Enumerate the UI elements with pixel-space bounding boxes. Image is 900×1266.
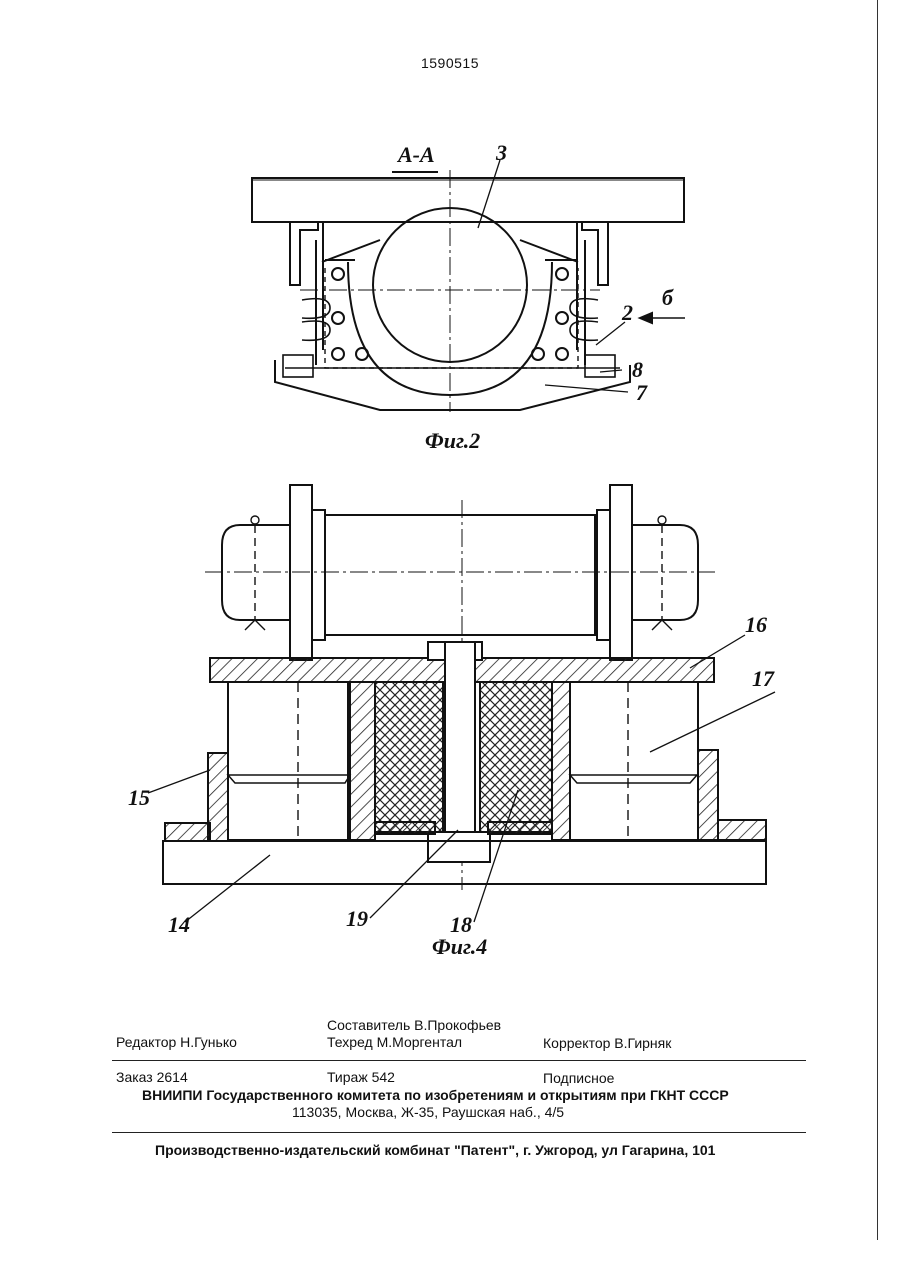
figure-4-drawing: 16 17 15 14 19 18 Фиг.4 xyxy=(0,470,900,970)
fig4-label-16: 16 xyxy=(745,612,767,637)
fig2-label-2: 2 xyxy=(621,300,633,325)
subscription-note: Подписное xyxy=(543,1069,614,1087)
fig2-label-3: 3 xyxy=(495,140,507,165)
fig2-lines xyxy=(252,160,685,412)
compiler-credit: Составитель В.Прокофьев xyxy=(327,1016,501,1034)
org-line-2: 113035, Москва, Ж-35, Раушская наб., 4/5 xyxy=(292,1103,564,1121)
publisher-line: Производственно-издательский комбинат "П… xyxy=(155,1141,715,1159)
fig2-label-6: б xyxy=(662,285,674,310)
fig4-lines xyxy=(148,485,775,922)
circulation: Тираж 542 xyxy=(327,1068,395,1086)
editor-credit: Редактор Н.Гунько xyxy=(116,1033,237,1051)
fig4-roller-body xyxy=(325,515,595,635)
fig4-label-17: 17 xyxy=(752,666,775,691)
fig4-label-19: 19 xyxy=(346,906,368,931)
fig4-bolt xyxy=(445,642,475,852)
fig2-top-plate xyxy=(252,178,684,222)
org-line-1: ВНИИПИ Государственного комитета по изоб… xyxy=(142,1086,729,1104)
fig2-caption: Фиг.2 xyxy=(425,428,480,453)
fig2-label-8: 8 xyxy=(632,357,643,382)
order-number: Заказ 2614 xyxy=(116,1068,188,1086)
fig4-right-support xyxy=(570,682,698,840)
scan-edge-line xyxy=(877,0,878,1240)
figure-2-drawing: А-А 3 2 б 8 7 Фиг.2 xyxy=(0,0,900,470)
divider-top xyxy=(112,1060,806,1061)
fig4-right-wall xyxy=(698,750,718,840)
techred-credit: Техред М.Моргентал xyxy=(327,1033,462,1051)
fig4-caption: Фиг.4 xyxy=(432,934,487,959)
fig4-label-14: 14 xyxy=(168,912,190,937)
fig4-right-elastic xyxy=(480,682,552,832)
fig4-left-support xyxy=(228,682,348,840)
divider-bottom xyxy=(112,1132,806,1133)
corrector-credit: Корректор В.Гирняк xyxy=(543,1034,671,1052)
fig2-left-hanger xyxy=(290,222,318,285)
fig4-label-15: 15 xyxy=(128,785,150,810)
fig4-left-elastic xyxy=(375,682,443,832)
fig2-section-label: А-А xyxy=(396,142,435,167)
fig2-label-7: 7 xyxy=(636,380,648,405)
